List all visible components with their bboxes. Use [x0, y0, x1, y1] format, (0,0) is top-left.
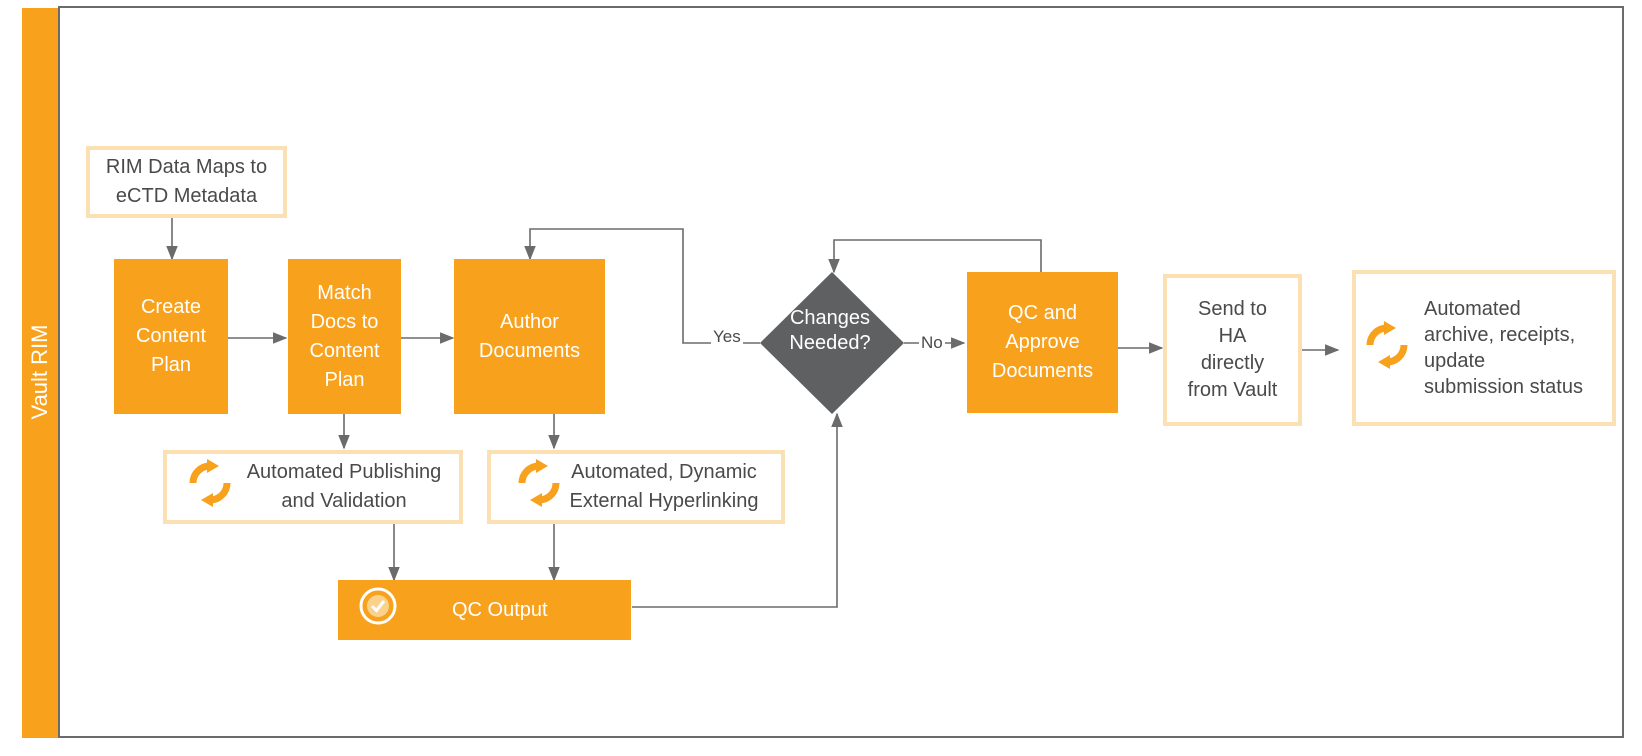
auto-archive-box: Automated archive, receipts, update subm…	[1352, 270, 1616, 426]
qc-approve-box: QC and Approve Documents	[967, 272, 1118, 413]
match-docs-box: Match Docs to Content Plan	[288, 259, 401, 414]
edge-yes-loop	[524, 228, 760, 344]
diagram-frame	[58, 6, 1624, 738]
auto-publishing-box: Automated Publishing and Validation	[163, 450, 463, 524]
send-ha-box: Send to HA directly from Vault	[1163, 274, 1302, 426]
sync-arrows-icon	[185, 458, 235, 517]
qc-output-box: QC Output	[338, 580, 631, 640]
sync-arrows-icon	[1362, 320, 1412, 377]
decision-diamond	[760, 272, 904, 414]
check-circle-icon	[358, 586, 398, 635]
auto-hyperlinking-box: Automated, Dynamic External Hyperlinking	[487, 450, 785, 524]
rim-data-box: RIM Data Maps to eCTD Metadata	[86, 146, 287, 218]
create-plan-box: Create Content Plan	[114, 259, 228, 414]
swimlane-bar	[22, 8, 58, 738]
edge-qc-output-to-decision	[632, 412, 843, 608]
sync-arrows-icon	[514, 458, 564, 517]
decision-label: Changes Needed?	[789, 307, 871, 354]
edge-label-yes: Yes	[711, 327, 743, 347]
author-docs-box: Author Documents	[454, 259, 605, 414]
edge-qc-approve-loop	[828, 239, 1042, 274]
edge-label-no: No	[919, 333, 945, 353]
